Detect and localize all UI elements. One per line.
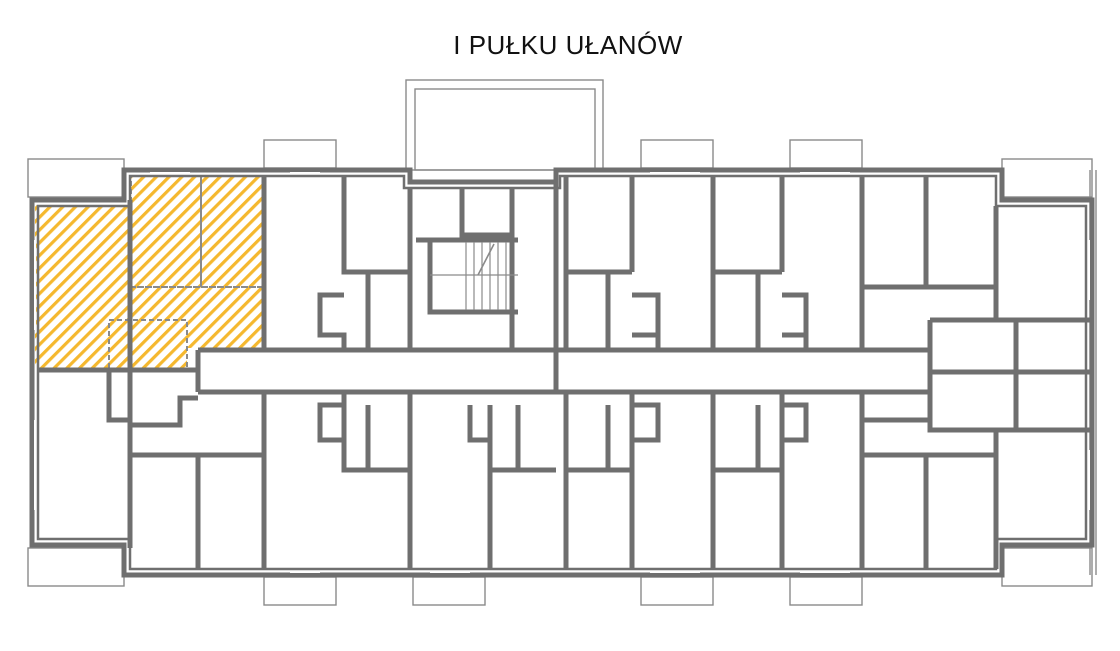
balcony-top-1 — [263, 139, 337, 169]
street-name-label: I PUŁKU UŁANÓW — [453, 30, 683, 60]
balcony-top-3 — [789, 139, 863, 169]
balcony-corner-tr — [1001, 158, 1093, 198]
balcony-bottom-3 — [640, 576, 714, 606]
terrace-top — [405, 79, 604, 171]
terrace-top-inner — [414, 88, 596, 171]
windows — [34, 172, 1090, 573]
balcony-top-2 — [640, 139, 714, 169]
walls — [29, 167, 1095, 578]
balcony-corner-bl — [27, 547, 125, 587]
balcony-corner-tl — [27, 158, 125, 198]
staircase — [430, 242, 518, 310]
balcony-bottom-1 — [263, 576, 337, 606]
balcony-bottom-4 — [789, 576, 863, 606]
balcony-corner-br — [1001, 547, 1093, 587]
balcony-bottom-2 — [412, 576, 486, 606]
highlighted-apartment — [35, 175, 265, 371]
